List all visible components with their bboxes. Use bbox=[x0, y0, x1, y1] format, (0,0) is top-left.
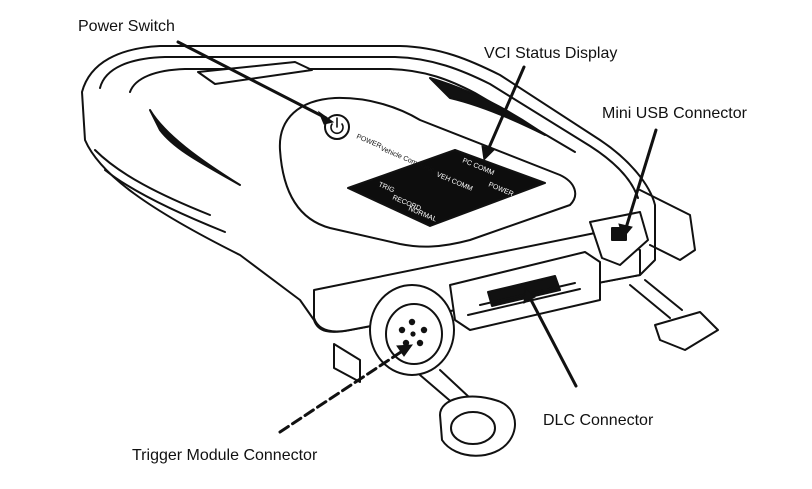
vci-status-display-label: VCI Status Display bbox=[484, 45, 618, 62]
trigger-connector-pins bbox=[398, 318, 428, 347]
device-inner-rim bbox=[129, 68, 576, 153]
trigger-connector-ring bbox=[385, 303, 443, 365]
underside-strap bbox=[419, 369, 471, 406]
right-foot bbox=[654, 311, 719, 351]
trigger-leader bbox=[278, 348, 406, 434]
left-swoosh bbox=[149, 109, 241, 186]
right-strap bbox=[629, 279, 683, 319]
mini-usb-arrowhead bbox=[618, 223, 633, 240]
power-icon bbox=[330, 117, 344, 135]
bottom-foot-cap bbox=[450, 411, 496, 445]
right-swoosh bbox=[429, 77, 546, 136]
mini-usb-leader bbox=[624, 128, 658, 230]
power-switch-leader bbox=[176, 40, 328, 120]
power-switch-arrowhead bbox=[317, 110, 335, 125]
status-display bbox=[347, 149, 546, 227]
power-switch-label: Power Switch bbox=[78, 18, 175, 35]
dlc-leader bbox=[528, 296, 578, 388]
vci-status-arrowhead bbox=[481, 145, 495, 162]
dlc-arrowhead bbox=[523, 286, 536, 304]
trigger-arrowhead bbox=[396, 344, 414, 357]
top-window bbox=[197, 61, 313, 85]
device-top-rim bbox=[99, 56, 639, 199]
vci-status-leader bbox=[486, 65, 526, 152]
mini-usb-connector-label: Mini USB Connector bbox=[602, 105, 747, 122]
trigger-module-connector-label: Trigger Module Connector bbox=[132, 447, 318, 464]
dlc-connector-label: DLC Connector bbox=[543, 412, 654, 429]
left-bumper bbox=[333, 343, 361, 383]
right-flange bbox=[639, 189, 696, 261]
left-grip bbox=[94, 149, 226, 233]
